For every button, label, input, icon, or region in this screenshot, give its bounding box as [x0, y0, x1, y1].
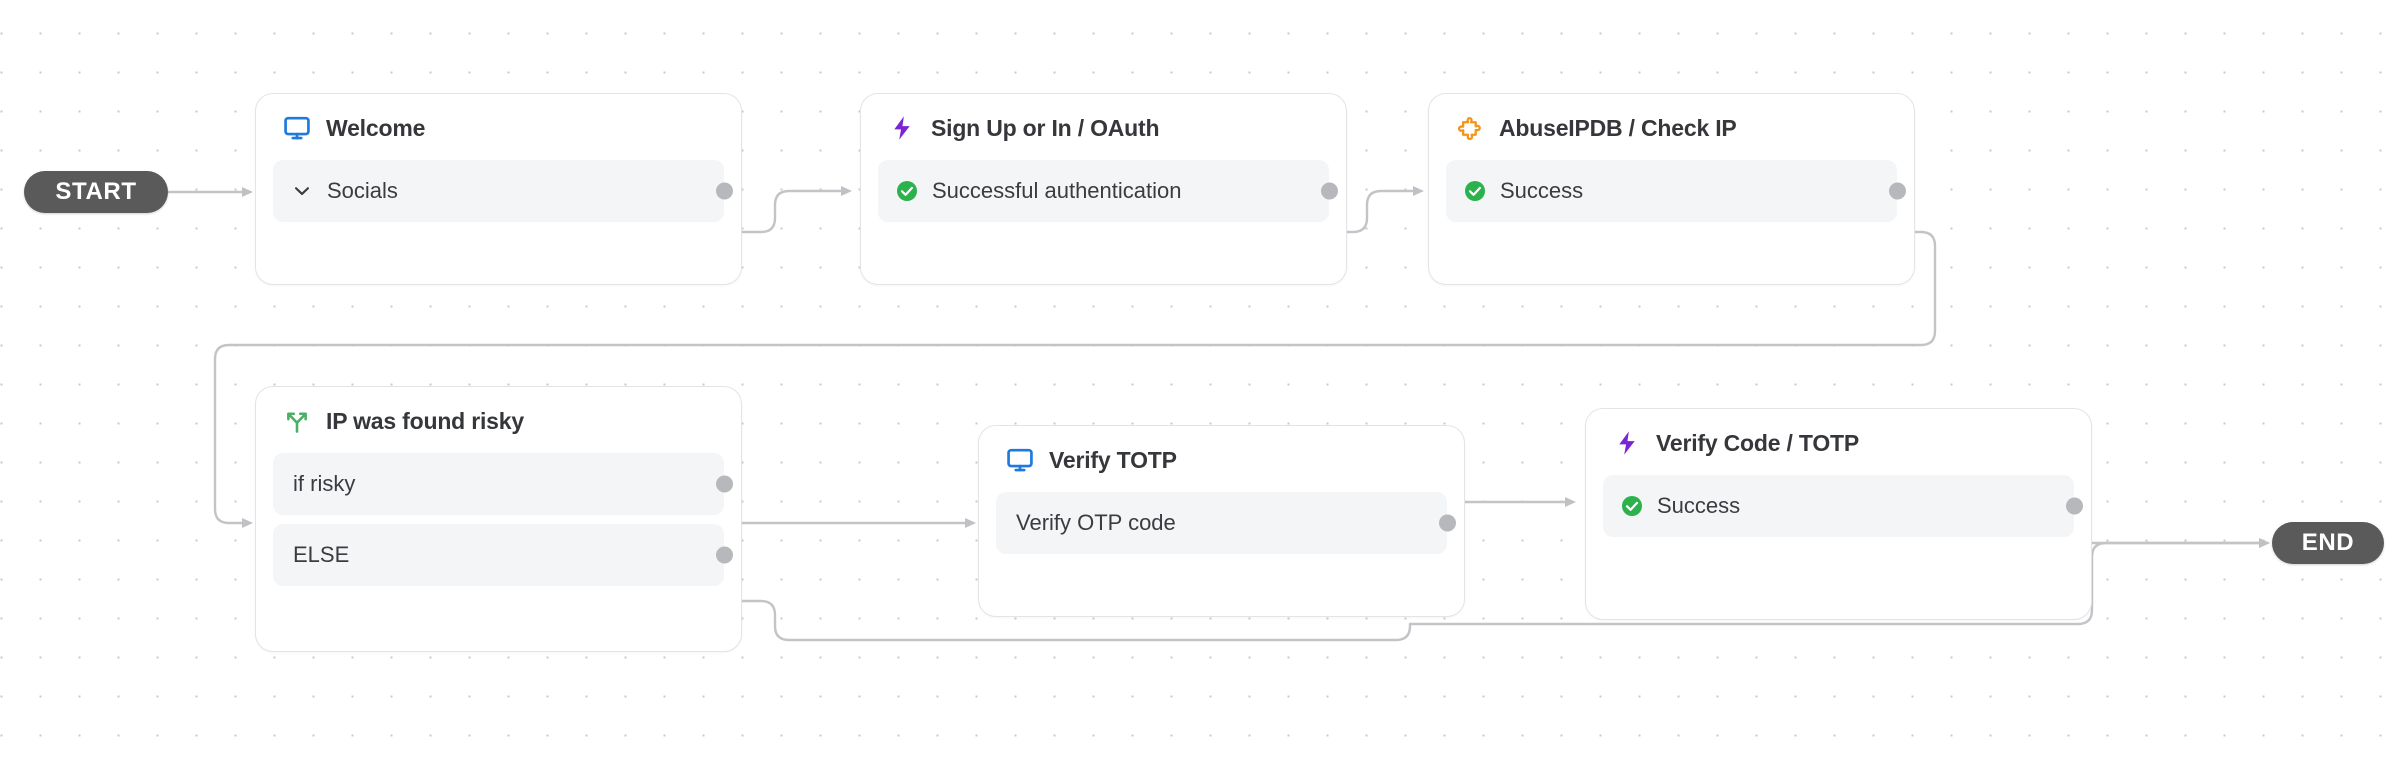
node-verify-code-rows: Success — [1586, 475, 2091, 537]
output-port-abuseipdb-success[interactable] — [1889, 182, 1906, 200]
row-successful-authentication[interactable]: Successful authentication — [878, 160, 1338, 222]
branch-icon — [282, 406, 312, 436]
node-abuseipdb[interactable]: AbuseIPDB / Check IP Success — [1428, 93, 1915, 285]
edge-welcome-signup — [740, 186, 852, 234]
node-verify-totp[interactable]: Verify TOTP Verify OTP code — [978, 425, 1465, 617]
end-terminal[interactable]: END — [2272, 522, 2384, 564]
node-signup[interactable]: Sign Up or In / OAuth Successful authent… — [860, 93, 1347, 285]
output-port-verify-otp-code[interactable] — [1439, 514, 1456, 532]
node-verify-totp-title: Verify TOTP — [1049, 446, 1177, 473]
node-welcome-rows: Socials — [256, 160, 741, 222]
node-welcome-title: Welcome — [326, 114, 426, 141]
row-abuseipdb-success-label: Success — [1500, 178, 1584, 203]
end-label: END — [2301, 529, 2355, 556]
row-verify-otp-code[interactable]: Verify OTP code — [996, 492, 1456, 554]
start-label: START — [55, 178, 137, 205]
start-terminal[interactable]: START — [24, 171, 168, 213]
output-port-if-risky[interactable] — [716, 475, 733, 493]
row-else-label: ELSE — [293, 542, 350, 567]
chevron-down-icon — [290, 179, 314, 203]
monitor-icon — [282, 113, 312, 143]
node-verify-code-totp[interactable]: Verify Code / TOTP Success — [1585, 408, 2092, 620]
node-verify-totp-rows: Verify OTP code — [979, 492, 1464, 554]
node-risky-rows: if risky ELSE — [256, 453, 741, 586]
output-port-verify-code-success[interactable] — [2066, 497, 2083, 515]
node-risky-header: IP was found risky — [256, 387, 741, 436]
puzzle-piece-icon — [1455, 113, 1485, 143]
node-abuseipdb-header: AbuseIPDB / Check IP — [1429, 94, 1914, 143]
row-verify-otp-code-label: Verify OTP code — [1016, 510, 1176, 535]
node-verify-code-header: Verify Code / TOTP — [1586, 409, 2091, 458]
node-welcome-header: Welcome — [256, 94, 741, 143]
node-ip-was-found-risky[interactable]: IP was found risky if risky ELSE — [255, 386, 742, 652]
check-circle-icon — [1463, 179, 1487, 203]
node-abuseipdb-rows: Success — [1429, 160, 1914, 222]
row-abuseipdb-success[interactable]: Success — [1446, 160, 1906, 222]
row-verify-code-success-label: Success — [1657, 493, 1741, 518]
node-verify-code-title: Verify Code / TOTP — [1656, 429, 1860, 456]
node-welcome[interactable]: Welcome Socials — [255, 93, 742, 285]
output-port-successful-authentication[interactable] — [1321, 182, 1338, 200]
row-socials-label: Socials — [327, 178, 398, 203]
node-abuseipdb-title: AbuseIPDB / Check IP — [1499, 114, 1737, 141]
lightning-bolt-icon — [887, 113, 917, 143]
row-successful-authentication-label: Successful authentication — [932, 178, 1182, 203]
row-if-risky-label: if risky — [293, 471, 356, 496]
monitor-icon — [1005, 445, 1035, 475]
node-verify-totp-header: Verify TOTP — [979, 426, 1464, 475]
lightning-bolt-icon — [1612, 428, 1642, 458]
check-circle-icon — [895, 179, 919, 203]
row-socials[interactable]: Socials — [273, 160, 733, 222]
node-signup-header: Sign Up or In / OAuth — [861, 94, 1346, 143]
output-port-else[interactable] — [716, 546, 733, 564]
output-port-socials[interactable] — [716, 182, 733, 200]
node-risky-title: IP was found risky — [326, 407, 524, 434]
node-signup-rows: Successful authentication — [861, 160, 1346, 222]
row-else[interactable]: ELSE — [273, 524, 733, 586]
row-if-risky[interactable]: if risky — [273, 453, 733, 515]
node-signup-title: Sign Up or In / OAuth — [931, 114, 1160, 141]
row-verify-code-success[interactable]: Success — [1603, 475, 2083, 537]
check-circle-icon — [1620, 494, 1644, 518]
